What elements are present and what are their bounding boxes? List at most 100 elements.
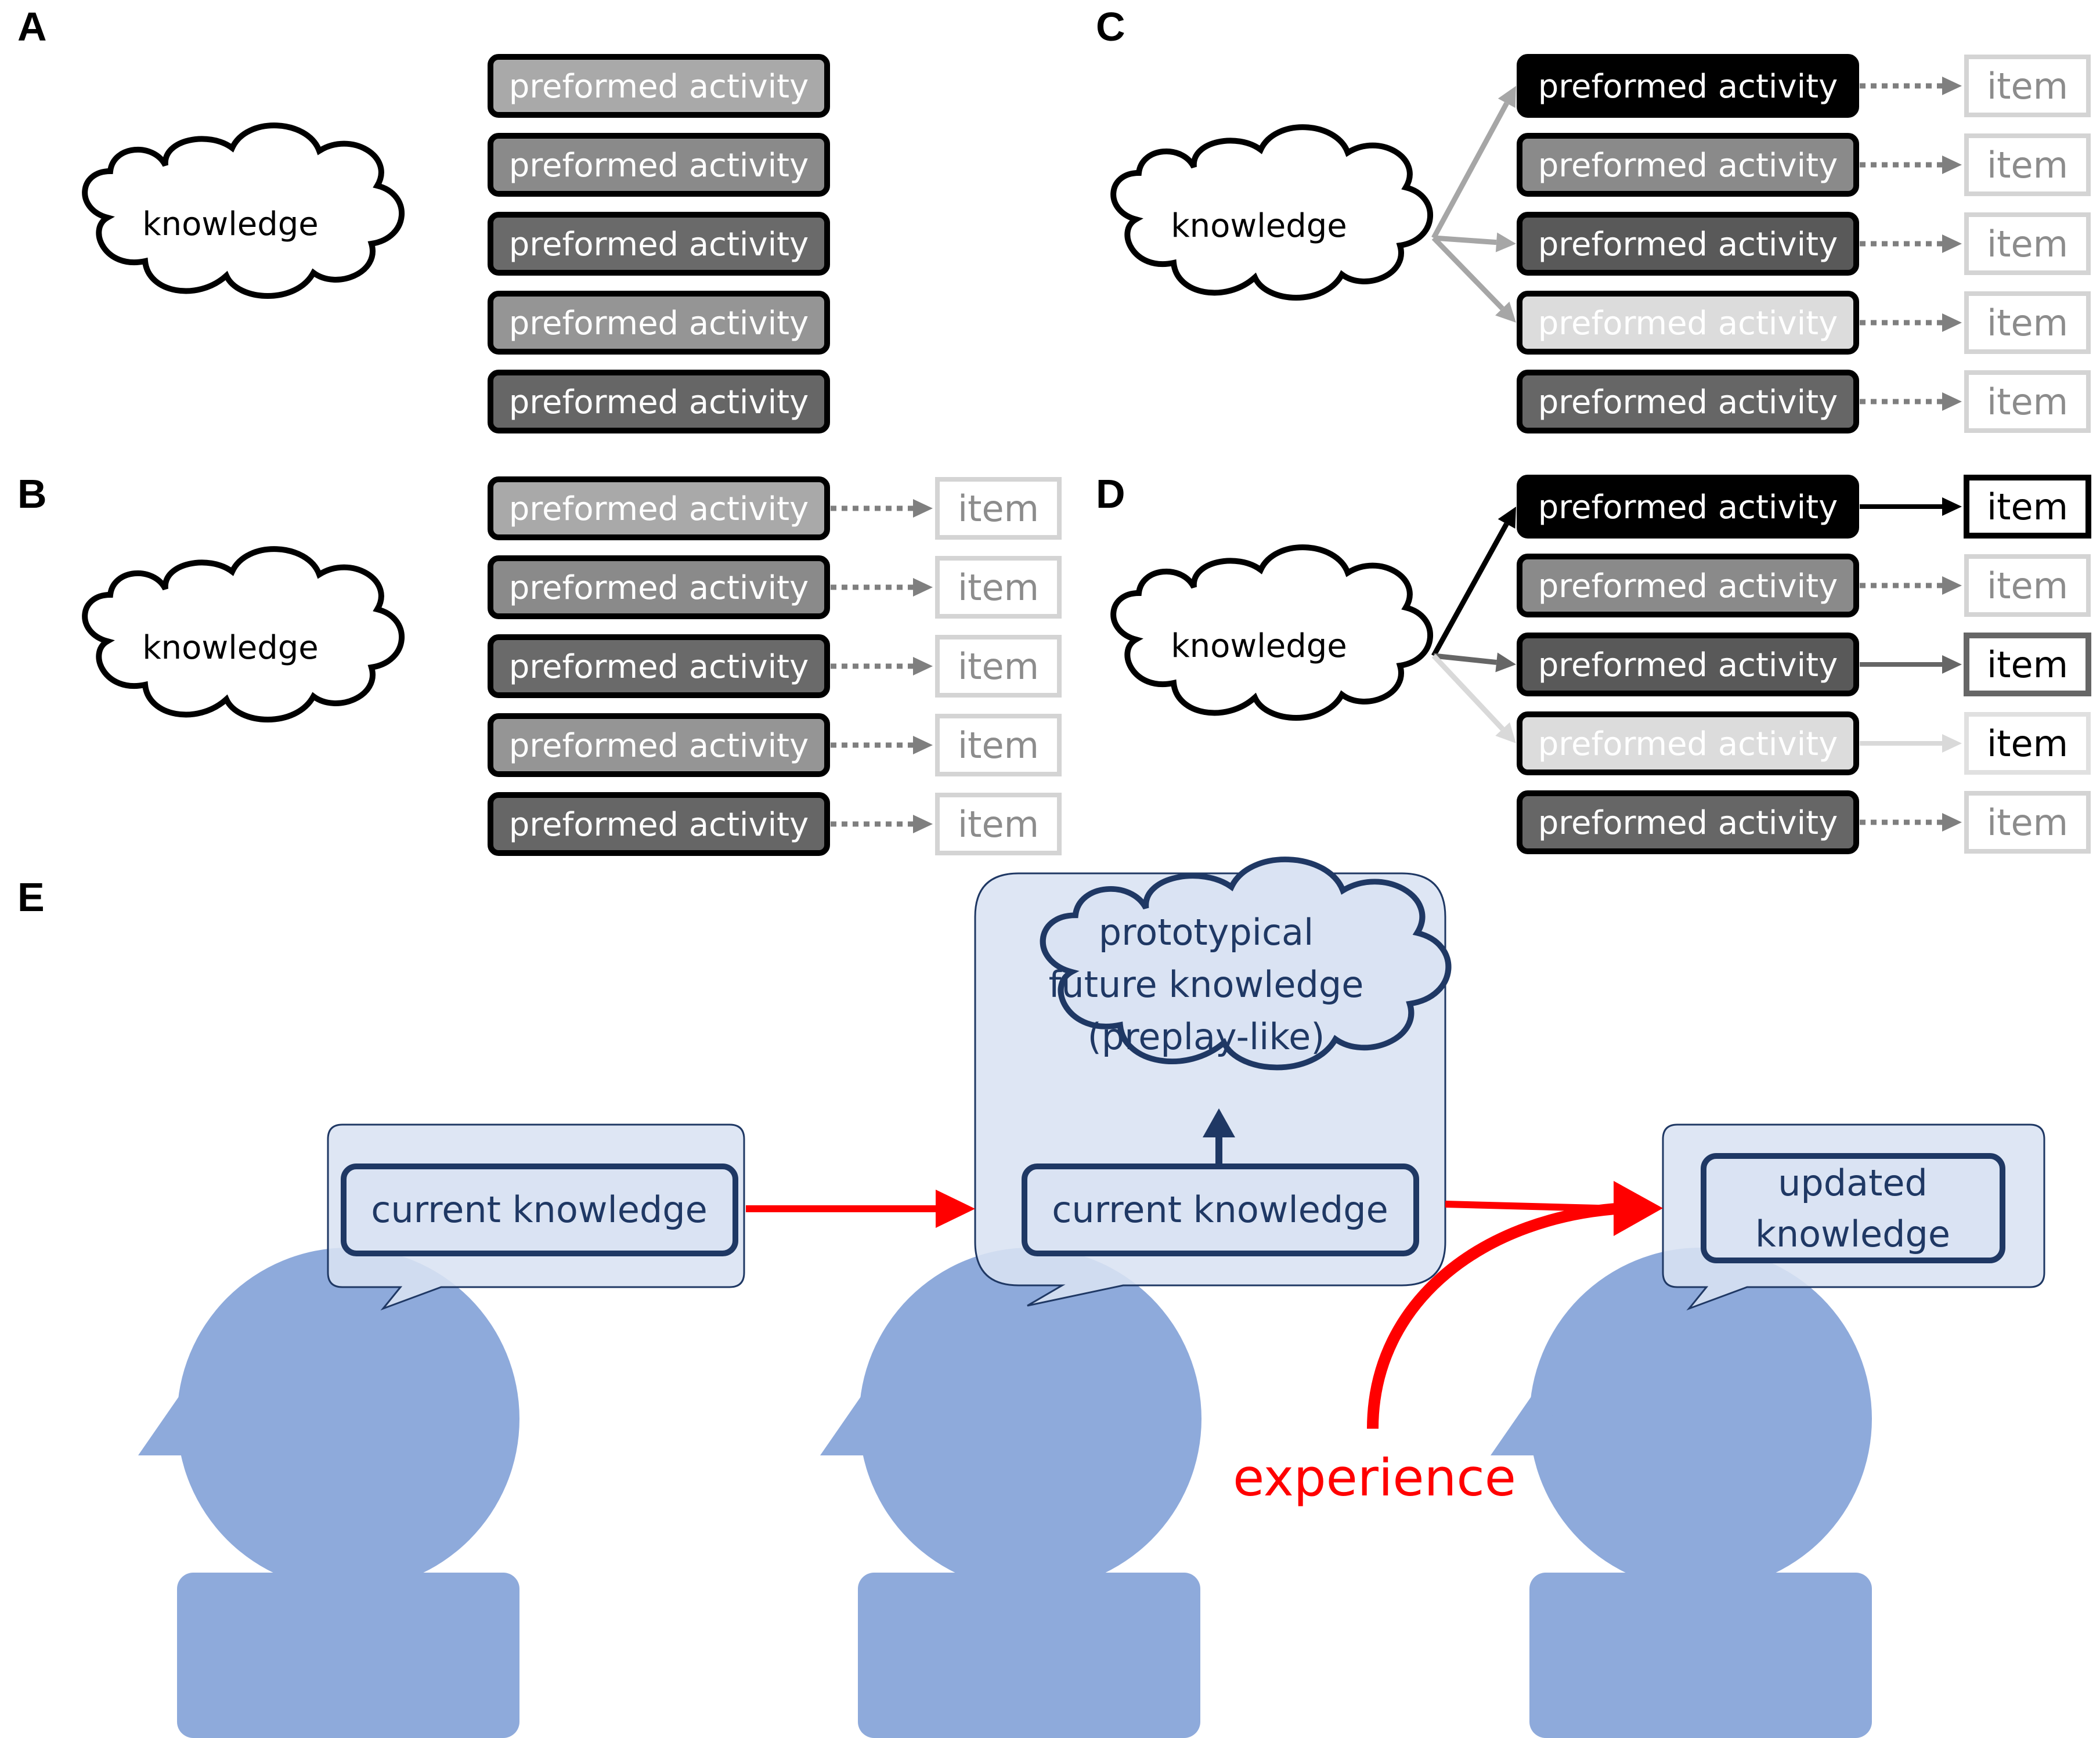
- item-arrow: [831, 815, 933, 833]
- experience-curve: [1367, 1202, 1626, 1429]
- item-box: item: [1964, 133, 2091, 196]
- item-box: item: [935, 714, 1062, 776]
- item-arrow: [1860, 734, 1962, 753]
- person-nose: [138, 1378, 209, 1455]
- activity-stack: preformed activity item preformed activity…: [488, 476, 1062, 856]
- item-label: item: [1987, 565, 2068, 607]
- item-arrow: [831, 736, 933, 754]
- item-box: item: [935, 635, 1062, 698]
- preformed-activity-box: preformed activity: [488, 713, 830, 777]
- item-label: item: [958, 487, 1039, 530]
- item-label: item: [958, 566, 1039, 609]
- preformed-activity-box: preformed activity: [488, 476, 830, 540]
- item-label: item: [958, 645, 1039, 688]
- knowledge-cloud: knowledge: [85, 549, 402, 720]
- item-label: item: [1987, 486, 2068, 528]
- knowledge-link-arrow: [1431, 236, 1516, 323]
- future-cloud-line-2: future knowledge: [1049, 963, 1364, 1006]
- preformed-activity-box: preformed activity: [1517, 554, 1859, 617]
- future-cloud-line-3: (preplay-like): [1088, 1016, 1325, 1058]
- panel-label-b: B: [17, 471, 47, 516]
- panel-label-d: D: [1096, 471, 1125, 516]
- preformed-activity-label: preformed activity: [509, 305, 809, 342]
- arrow-stage2-to-stage3-head: [1614, 1181, 1663, 1236]
- knowledge-label: knowledge: [142, 205, 319, 243]
- red-arrows: experience: [746, 1181, 1663, 1508]
- knowledge-label: knowledge: [1171, 207, 1347, 245]
- activity-stack: preformed activity preformed activity pref…: [488, 54, 830, 433]
- item-arrow: [1860, 392, 1962, 411]
- knowledge-link-arrow: [1431, 86, 1516, 240]
- knowledge-box: [1022, 1164, 1419, 1256]
- panel-label-c: C: [1096, 4, 1125, 49]
- preformed-activity-box: preformed activity: [1517, 54, 1859, 118]
- knowledge-link-arrow: [1431, 507, 1516, 657]
- item-label: item: [958, 803, 1039, 845]
- up-arrow-head: [1203, 1108, 1235, 1137]
- preformed-activity-label: preformed activity: [1538, 646, 1838, 684]
- item-box: item: [1964, 791, 2091, 854]
- preformed-activity-label: preformed activity: [509, 648, 809, 686]
- item-box: item: [1964, 291, 2091, 354]
- preformed-activity-box: preformed activity: [488, 212, 830, 276]
- preformed-activity-label: preformed activity: [1538, 568, 1838, 605]
- person-head: [859, 1248, 1201, 1590]
- preformed-activity-box: preformed activity: [1517, 212, 1859, 276]
- item-box: item: [1964, 475, 2091, 539]
- knowledge-box: [1701, 1153, 2005, 1263]
- preformed-activity-label: preformed activity: [509, 727, 809, 765]
- preformed-activity-label: preformed activity: [509, 384, 809, 421]
- knowledge-cloud: knowledge: [1113, 547, 1430, 718]
- preformed-activity-box: preformed activity: [1517, 711, 1859, 775]
- preformed-activity-box: preformed activity: [1517, 133, 1859, 197]
- preformed-activity-box: preformed activity: [488, 792, 830, 856]
- preformed-activity-label: preformed activity: [1538, 725, 1838, 763]
- preformed-activity-label: preformed activity: [1538, 68, 1838, 106]
- knowledge-label: knowledge: [1171, 627, 1347, 665]
- speech-bubble-updated: updated knowledge: [1662, 1123, 2045, 1311]
- speech-bubble-preplay: prototypical future knowledge (preplay-l…: [974, 859, 1448, 1307]
- item-label: item: [1987, 223, 2068, 265]
- knowledge-cloud: knowledge: [85, 125, 402, 296]
- item-box: item: [935, 477, 1062, 540]
- activity-stack: preformed activity item preformed activity…: [1517, 475, 2091, 854]
- current-knowledge-label: current knowledge: [371, 1188, 707, 1231]
- item-label: item: [1987, 144, 2068, 186]
- person-3: [1491, 1248, 1872, 1738]
- preformed-activity-box: preformed activity: [488, 54, 830, 118]
- panel-e: current knowledge prototypical future kn…: [138, 859, 2045, 1738]
- item-arrow: [1860, 655, 1962, 674]
- item-arrow: [1860, 313, 1962, 332]
- preformed-activity-box: preformed activity: [1517, 370, 1859, 433]
- preformed-activity-box: preformed activity: [488, 291, 830, 355]
- preformed-activity-label: preformed activity: [1538, 384, 1838, 421]
- item-label: item: [1987, 722, 2068, 765]
- item-arrow: [831, 657, 933, 675]
- person-body: [1529, 1573, 1872, 1738]
- preformed-activity-label: preformed activity: [509, 806, 809, 844]
- item-arrow: [1860, 234, 1962, 253]
- updated-knowledge-line-2: knowledge: [1755, 1213, 1950, 1255]
- preformed-activity-label: preformed activity: [509, 569, 809, 607]
- item-arrow: [1860, 156, 1962, 174]
- preformed-activity-label: preformed activity: [509, 226, 809, 263]
- item-label: item: [958, 724, 1039, 767]
- preformed-activity-box: preformed activity: [488, 634, 830, 698]
- panel-label-e: E: [17, 875, 45, 920]
- person-nose: [1491, 1378, 1561, 1455]
- preformed-activity-box: preformed activity: [488, 555, 830, 619]
- item-label: item: [1987, 644, 2068, 686]
- item-box: item: [1964, 370, 2091, 433]
- preformed-activity-label: preformed activity: [1538, 804, 1838, 842]
- item-box: item: [1964, 55, 2091, 117]
- activity-stack: preformed activity item preformed activity…: [1517, 54, 2091, 433]
- knowledge-links: [1431, 507, 1516, 743]
- item-label: item: [1987, 801, 2068, 844]
- item-arrow: [831, 499, 933, 518]
- item-arrow: [1860, 497, 1962, 516]
- preformed-activity-label: preformed activity: [1538, 226, 1838, 263]
